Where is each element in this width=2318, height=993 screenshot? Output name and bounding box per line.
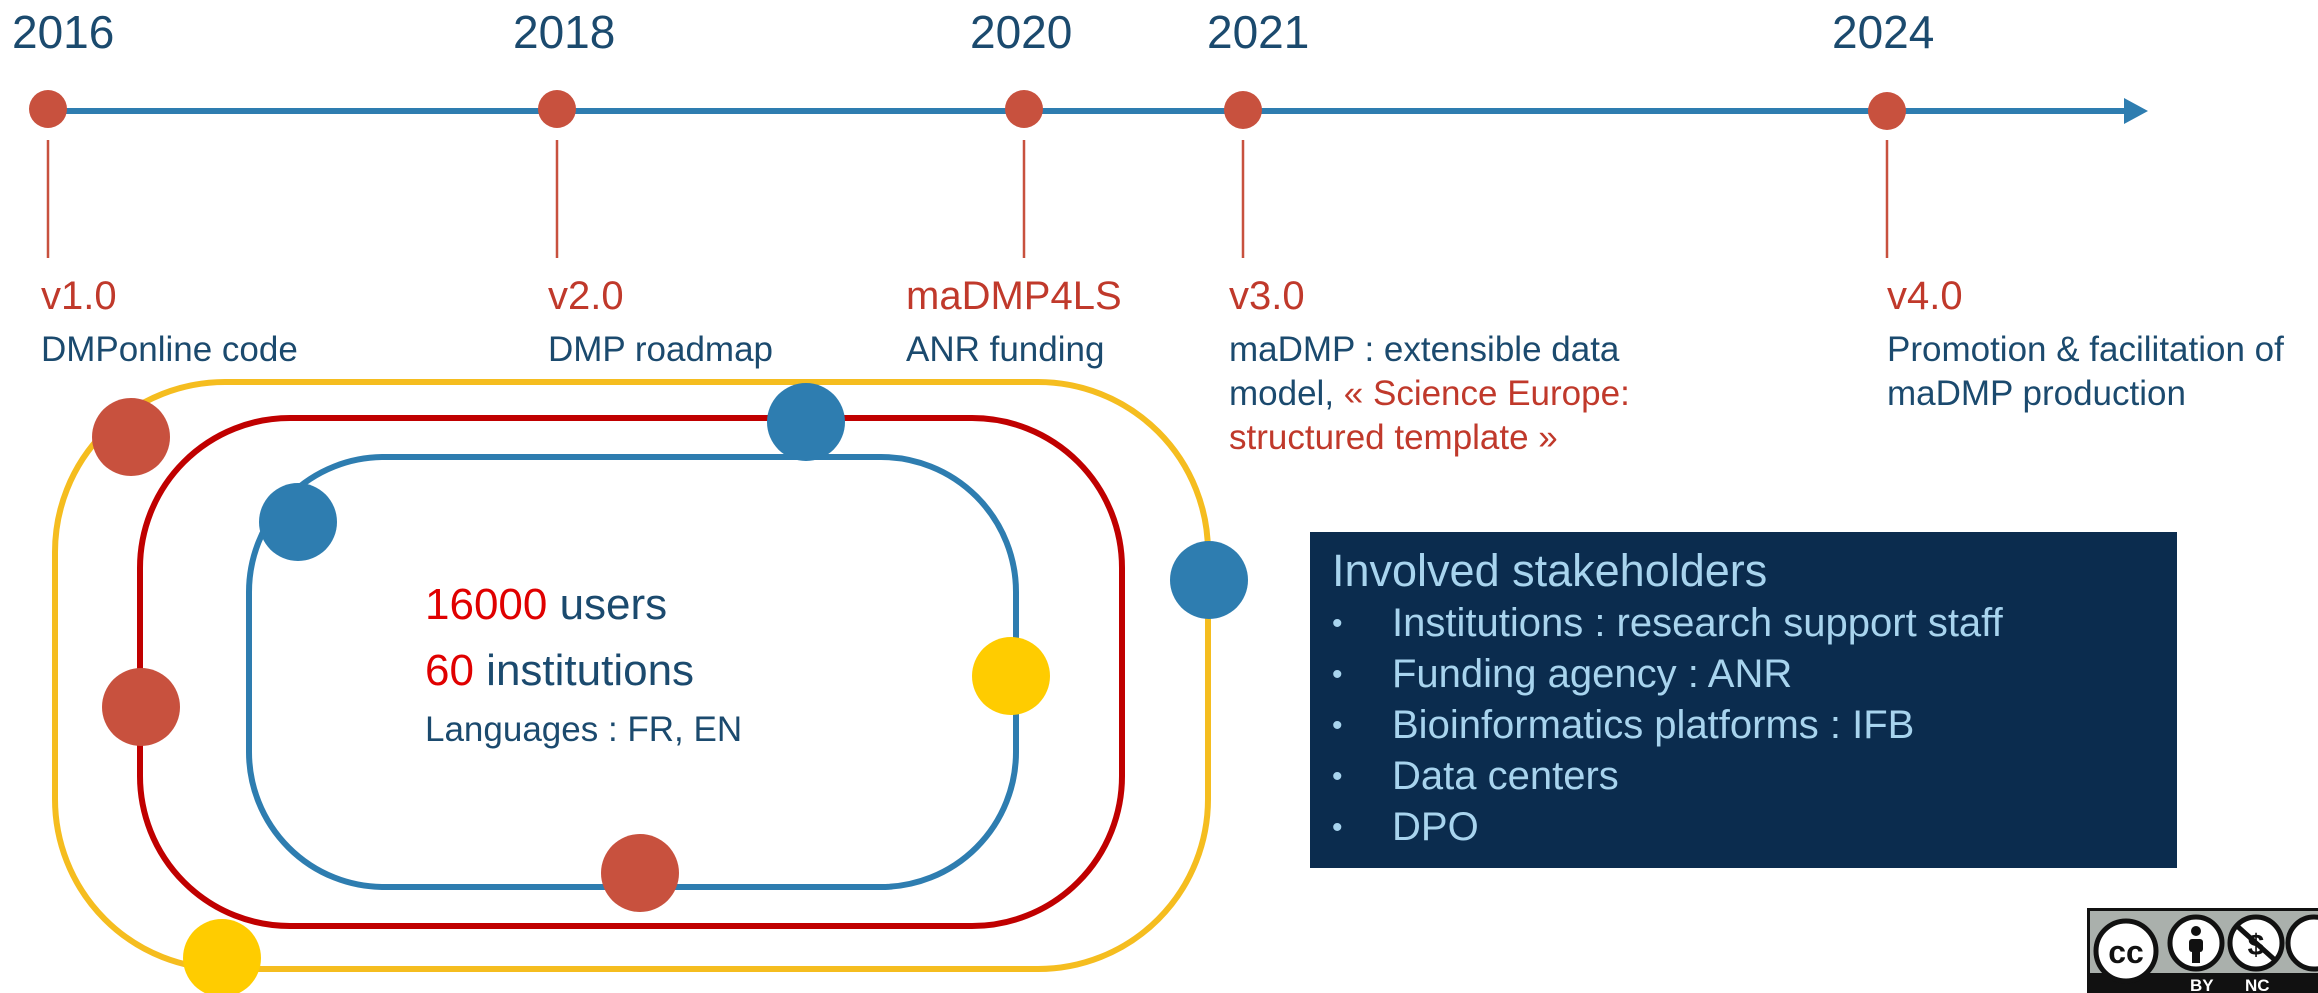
year-label-2024: 2024 — [1832, 6, 1935, 58]
milestone-dot-2024 — [1868, 92, 1906, 130]
license-strip-text: BY — [2190, 976, 2214, 993]
version-label-2024: v4.0 — [1887, 274, 1963, 318]
stakeholders-title: Involved stakeholders — [1332, 545, 1768, 596]
loop-node-yellow — [972, 637, 1050, 715]
milestone-description-2018: DMP roadmap — [548, 328, 773, 372]
loop-node-blue — [767, 383, 845, 461]
list-item: • Institutions : research support staff — [1332, 598, 2155, 649]
description-line: Promotion & facilitation of — [1887, 330, 2284, 369]
stakeholders-list: • Institutions : research support staff •… — [1332, 598, 2155, 853]
version-label-2021: v3.0 — [1229, 274, 1305, 318]
license-strip — [2090, 973, 2318, 993]
loop-node-blue — [259, 483, 337, 561]
cc-license-logo: cc $ BY NC — [2090, 914, 2318, 993]
license-strip-text: NC — [2245, 976, 2270, 993]
description-line: maDMP : extensible data — [1229, 330, 1620, 369]
list-item: • Data centers — [1332, 751, 2155, 802]
list-item: • DPO — [1332, 802, 2155, 853]
milestone-dot-2016 — [29, 90, 67, 128]
stakeholder-label: DPO — [1392, 805, 1479, 849]
year-label-2020: 2020 — [970, 6, 1073, 58]
description-line: DMP roadmap — [548, 330, 774, 369]
svg-text:cc: cc — [2108, 934, 2144, 970]
list-item: • Bioinformatics platforms : IFB — [1332, 700, 2155, 751]
by-person-icon — [2167, 914, 2225, 972]
milestone-dot-2021 — [1224, 91, 1262, 129]
cc-icon: cc — [2093, 918, 2159, 984]
version-label-2016: v1.0 — [41, 274, 117, 318]
milestone-description-2021: maDMP : extensible data model, « Science… — [1229, 328, 1699, 460]
languages-stat: Languages : FR, EN — [425, 710, 743, 749]
institutions-label: institutions — [473, 646, 695, 695]
institutions-count: 60 — [425, 646, 474, 695]
users-count: 16000 — [425, 580, 548, 629]
bullet-icon: • — [1332, 760, 1343, 793]
year-label-2018: 2018 — [513, 6, 616, 58]
milestone-description-2024: Promotion & facilitation of maDMP produc… — [1887, 328, 2284, 416]
year-label-2021: 2021 — [1207, 6, 1310, 58]
loop-node-yellow — [183, 919, 261, 993]
bullet-icon: • — [1332, 709, 1343, 742]
timeline-arrowhead — [2124, 98, 2148, 124]
loop-node-red — [601, 834, 679, 912]
institutions-stat: 60 institutions — [425, 638, 742, 704]
bullet-icon: • — [1332, 658, 1343, 691]
stakeholder-label: Bioinformatics platforms : IFB — [1392, 703, 1915, 747]
license-badge: cc $ BY NC — [2087, 908, 2318, 993]
milestone-dot-2018 — [538, 90, 576, 128]
users-stat: 16000 users — [425, 572, 742, 638]
list-item: • Funding agency : ANR — [1332, 649, 2155, 700]
description-text: model, — [1229, 374, 1344, 413]
loop-node-blue — [1170, 541, 1248, 619]
description-line: model, « Science Europe: — [1229, 372, 1699, 416]
loop-node-red — [102, 668, 180, 746]
year-label-2016: 2016 — [12, 6, 115, 58]
stakeholder-label: Funding agency : ANR — [1392, 652, 1793, 696]
description-highlight: structured template » — [1229, 418, 1558, 457]
usage-stats: 16000 users 60 institutions Languages : … — [425, 572, 742, 756]
stakeholders-box: Involved stakeholders • Institutions : re… — [1310, 532, 2177, 868]
stakeholder-label: Data centers — [1392, 754, 1619, 798]
extra-license-icon — [2285, 914, 2318, 972]
bullet-icon: • — [1332, 607, 1343, 640]
milestone-description-2016: DMPonline code — [41, 328, 298, 372]
description-line: maDMP production — [1887, 374, 2186, 413]
milestone-dot-2020 — [1005, 90, 1043, 128]
users-label: users — [547, 580, 668, 629]
milestone-description-2020: ANR funding — [906, 328, 1104, 372]
loop-node-red — [92, 398, 170, 476]
version-label-2018: v2.0 — [548, 274, 624, 318]
stakeholder-label: Institutions : research support staff — [1392, 601, 2003, 645]
version-label-2020: maDMP4LS — [906, 274, 1122, 318]
loop-outer-yellow — [52, 379, 1211, 972]
description-highlight: « Science Europe: — [1343, 374, 1630, 413]
noncommercial-icon: $ — [2227, 914, 2285, 972]
bullet-icon: • — [1332, 811, 1343, 844]
description-line: DMPonline code — [41, 330, 298, 369]
description-line: ANR funding — [906, 330, 1105, 369]
